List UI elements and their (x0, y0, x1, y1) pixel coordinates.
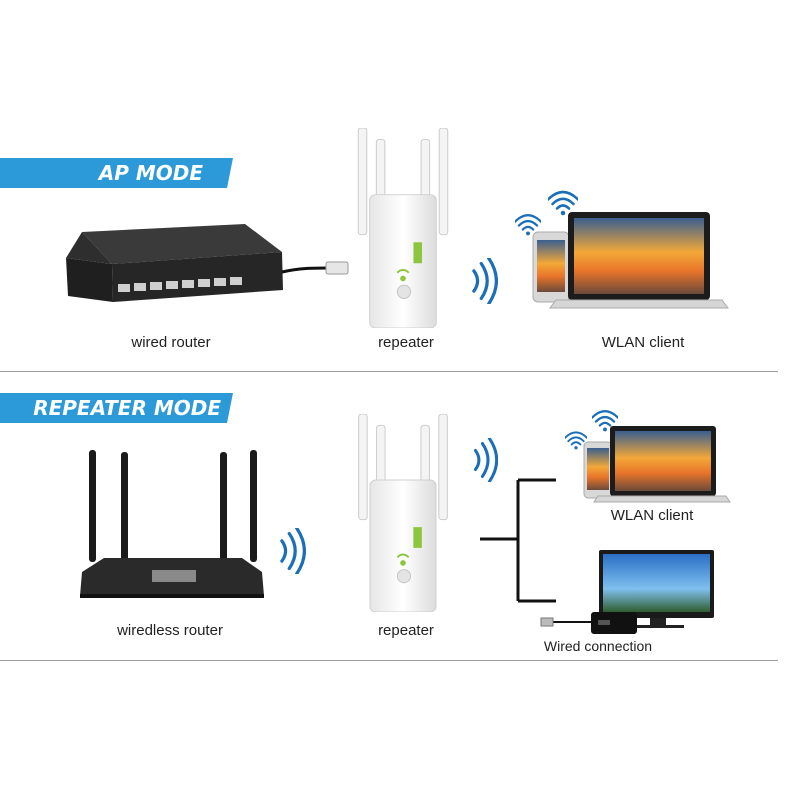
wired-connection-label: Wired connection (543, 638, 653, 654)
repeater-label: repeater (378, 622, 434, 639)
repeater-label: repeater (378, 334, 434, 351)
repeater-icon-ap (357, 128, 449, 328)
wired-router-icon (66, 224, 349, 302)
connection-branch (480, 478, 556, 603)
wlan-client-label: WLAN client (610, 507, 694, 524)
wifi-icon (548, 190, 578, 216)
section-divider (0, 371, 778, 372)
wifi-signal-icon (472, 258, 498, 304)
wired-router-label: wired router (131, 334, 211, 351)
wlan-client-devices-icon (515, 190, 729, 309)
wlan-client-label: WLAN client (601, 334, 685, 351)
wlan-client-devices-icon (565, 410, 731, 503)
wireless-router-label: wiredless router (117, 622, 223, 639)
ap-mode-banner: AP MODE (0, 158, 233, 188)
wifi-signal-icon (473, 438, 498, 482)
wireless-router-icon (80, 450, 264, 598)
wired-tv-device-icon (540, 550, 714, 634)
wifi-signal-icon (280, 528, 306, 574)
bottom-divider (0, 660, 778, 661)
repeater-icon-repeater (357, 414, 449, 612)
repeater-mode-banner: REPEATER MODE (0, 393, 233, 423)
